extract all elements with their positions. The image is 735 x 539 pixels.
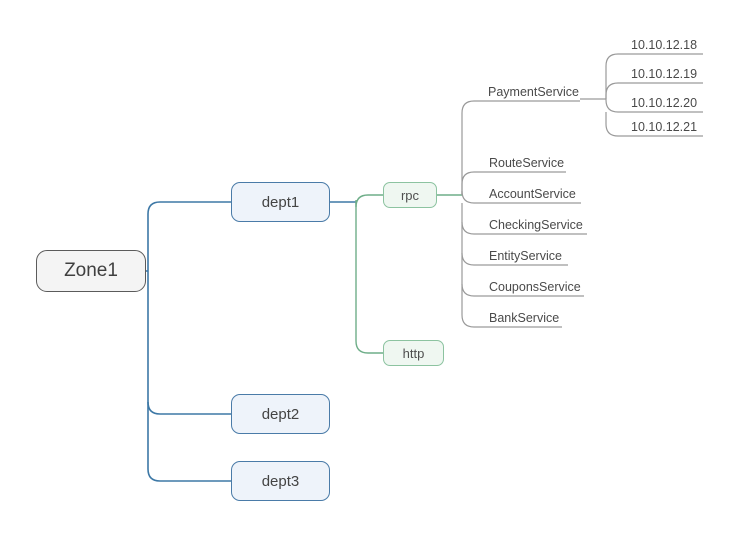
leaf-coupons-service-label: CouponsService <box>489 280 581 294</box>
leaf-account-service-label: AccountService <box>489 187 576 201</box>
node-dept2-label: dept2 <box>261 405 300 423</box>
leaf-route-service[interactable]: RouteService <box>489 156 564 170</box>
node-http[interactable]: http <box>383 340 444 366</box>
edge-proto-http <box>355 200 383 354</box>
node-dept1[interactable]: dept1 <box>231 182 330 222</box>
edge-proto-rpc <box>355 194 383 208</box>
node-rpc[interactable]: rpc <box>383 182 437 208</box>
leaf-coupons-service[interactable]: CouponsService <box>489 280 581 294</box>
edge-trunk-dept3 <box>147 402 231 482</box>
leaf-instance-21-label: 10.10.12.21 <box>631 120 698 134</box>
leaf-instance-10-10-12-18[interactable]: 10.10.12.18 <box>631 38 697 52</box>
edge-trunk-dept1 <box>147 201 231 271</box>
node-zone1-label: Zone1 <box>64 260 118 281</box>
edge-trunk-dept2 <box>147 271 231 415</box>
leaf-entity-service[interactable]: EntityService <box>489 249 562 263</box>
leaf-bank-service[interactable]: BankService <box>489 311 559 325</box>
leaf-instance-10-10-12-19[interactable]: 10.10.12.19 <box>631 67 697 81</box>
leaf-instance-10-10-12-21[interactable]: 10.10.12.21 <box>631 120 697 134</box>
leaf-payment-service[interactable]: PaymentService <box>488 85 579 99</box>
leaf-instance-20-label: 10.10.12.20 <box>631 96 698 110</box>
node-rpc-label: rpc <box>400 187 420 203</box>
node-dept3-label: dept3 <box>261 472 300 490</box>
edge-service-payment <box>461 100 580 195</box>
node-http-label: http <box>402 345 425 361</box>
node-zone1[interactable]: Zone1 <box>36 250 146 292</box>
leaf-instance-10-10-12-20[interactable]: 10.10.12.20 <box>631 96 697 110</box>
node-dept2[interactable]: dept2 <box>231 394 330 434</box>
leaf-checking-service-label: CheckingService <box>489 218 583 232</box>
leaf-instance-18-label: 10.10.12.18 <box>631 38 698 52</box>
leaf-checking-service[interactable]: CheckingService <box>489 218 583 232</box>
node-dept1-label: dept1 <box>261 193 300 211</box>
node-dept3[interactable]: dept3 <box>231 461 330 501</box>
leaf-account-service[interactable]: AccountService <box>489 187 576 201</box>
leaf-route-service-label: RouteService <box>489 156 565 170</box>
leaf-instance-19-label: 10.10.12.19 <box>631 67 698 81</box>
leaf-payment-service-label: PaymentService <box>488 85 580 99</box>
leaf-entity-service-label: EntityService <box>489 249 562 263</box>
leaf-bank-service-label: BankService <box>489 311 560 325</box>
